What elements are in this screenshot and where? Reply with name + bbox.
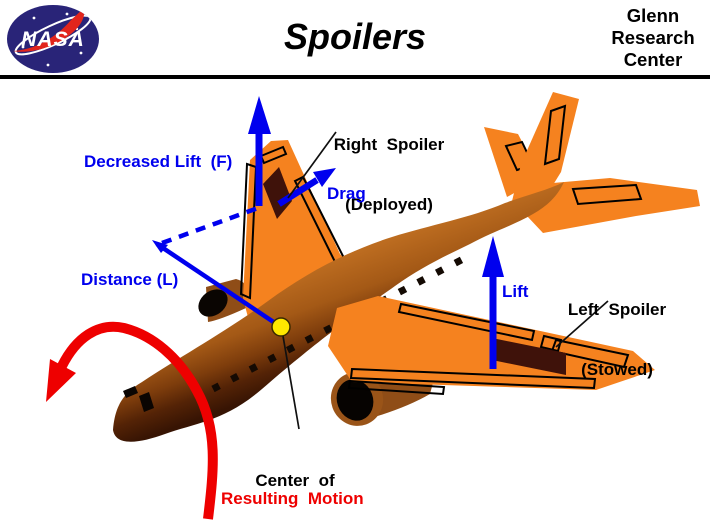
page-title: Spoilers: [283, 16, 427, 57]
nasa-logo-wordmark: NASA: [21, 28, 85, 52]
drag-label: Drag: [327, 184, 366, 203]
decreased-lift-label: Decreased Lift (F): [84, 152, 233, 171]
resulting-motion-label: Resulting Motion: [221, 489, 364, 508]
right-spoiler-label: Right Spoiler (Deployed): [333, 135, 445, 214]
cockpit-window: [139, 392, 154, 412]
org-name: Glenn Research Center: [611, 5, 695, 70]
drag-arrow: [277, 168, 336, 207]
right-engine: [198, 279, 249, 322]
center-of-gravity-label: Center of Gravity: [255, 471, 335, 532]
right-spoiler-pointer: [287, 131, 337, 199]
center-of-gravity-marker: [271, 317, 291, 337]
nasa-logo-icon: NASA: [7, 5, 99, 73]
left-spoiler-label: Left Spoiler (Stowed): [567, 300, 667, 379]
cabin-windows: [211, 253, 469, 393]
cog-pointer: [282, 335, 300, 430]
lift-label: Lift: [502, 282, 529, 301]
resulting-motion-arrow: [46, 321, 218, 520]
decreased-lift-arrow: [248, 96, 271, 206]
cockpit-window: [123, 386, 138, 398]
header-divider: [0, 75, 710, 79]
vertical-stabilizer: [506, 92, 579, 226]
left-stabilizer: [527, 178, 700, 233]
tail: [484, 92, 700, 233]
left-spoiler-pointer: [555, 300, 609, 348]
right-spoiler-deployed: [263, 167, 292, 219]
distance-label: Distance (L): [81, 270, 179, 289]
distance-line: [152, 240, 283, 329]
lift-arrow: [482, 236, 504, 369]
left-spoiler-stowed: [492, 338, 566, 375]
